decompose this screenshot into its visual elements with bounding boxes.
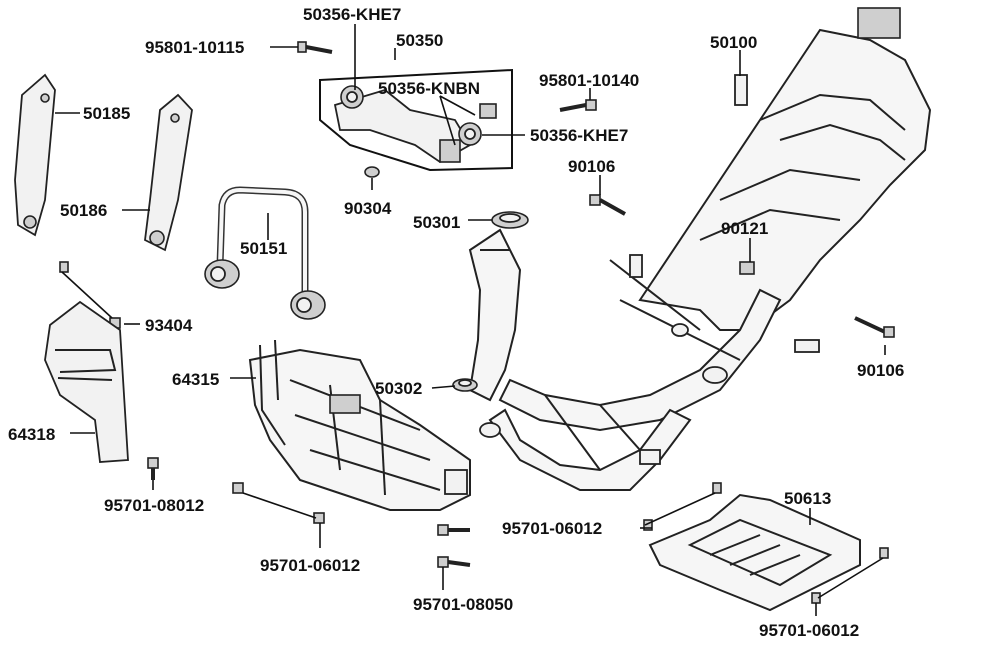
callout-95801-10115: 95801-10115 bbox=[145, 38, 245, 57]
main-frame-50100 bbox=[468, 7, 932, 491]
bracket-50186 bbox=[144, 93, 193, 252]
callout-90121: 90121 bbox=[721, 219, 769, 238]
cover-64318 bbox=[44, 300, 129, 463]
engine-hanger-50350 bbox=[319, 68, 513, 172]
callout-50302: 50302 bbox=[375, 379, 423, 398]
callout-64318: 64318 bbox=[8, 425, 56, 444]
callout-95801-10140: 95801-10140 bbox=[539, 71, 640, 90]
callout-95701-06012-right: 95701-06012 bbox=[759, 621, 860, 640]
rear-bracket bbox=[857, 7, 901, 39]
callout-64315: 64315 bbox=[172, 370, 220, 389]
callout-50356-knbn: 50356-KNBN bbox=[378, 79, 481, 98]
callout-93404: 93404 bbox=[145, 316, 193, 335]
bolt-90106-upper bbox=[589, 194, 626, 216]
callout-50100: 50100 bbox=[710, 33, 758, 52]
callout-50151: 50151 bbox=[240, 239, 288, 258]
nut-90121 bbox=[739, 261, 755, 275]
callout-95701-08012: 95701-08012 bbox=[104, 496, 205, 515]
bushing-50301 bbox=[491, 211, 529, 229]
callout-50185: 50185 bbox=[83, 104, 131, 123]
washer-90304 bbox=[364, 166, 380, 178]
skid-plate-50613 bbox=[648, 493, 861, 612]
callout-50356-khe7-top: 50356-KHE7 bbox=[303, 5, 402, 24]
link-50151 bbox=[204, 186, 326, 320]
callout-50613: 50613 bbox=[784, 489, 832, 508]
callout-50301: 50301 bbox=[413, 213, 461, 232]
callout-50186: 50186 bbox=[60, 201, 108, 220]
callout-95701-06012-mid: 95701-06012 bbox=[502, 519, 603, 538]
callout-90106-right: 90106 bbox=[857, 361, 905, 380]
bolt-95701-08012-b bbox=[232, 482, 244, 494]
callout-50350: 50350 bbox=[396, 31, 444, 50]
callout-95701-08050: 95701-08050 bbox=[413, 595, 514, 614]
callout-95701-06012-left: 95701-06012 bbox=[260, 556, 361, 575]
bolt-95701-06012-b bbox=[643, 482, 722, 531]
bolt-95701-08012-a bbox=[147, 457, 159, 480]
callout-90106-upper: 90106 bbox=[568, 157, 616, 176]
bolt-90106-right bbox=[854, 316, 895, 338]
carrier-64315 bbox=[248, 339, 471, 511]
callout-50356-khe7-right: 50356-KHE7 bbox=[530, 126, 629, 145]
leader-lines bbox=[55, 24, 886, 616]
bracket-50185 bbox=[14, 73, 56, 237]
bushing-50302 bbox=[452, 378, 478, 392]
bolt-95801-10140 bbox=[559, 99, 597, 112]
bolt-95801-10115 bbox=[297, 41, 333, 54]
callout-90304: 90304 bbox=[344, 199, 392, 218]
bolt-95701-08050 bbox=[437, 524, 471, 568]
